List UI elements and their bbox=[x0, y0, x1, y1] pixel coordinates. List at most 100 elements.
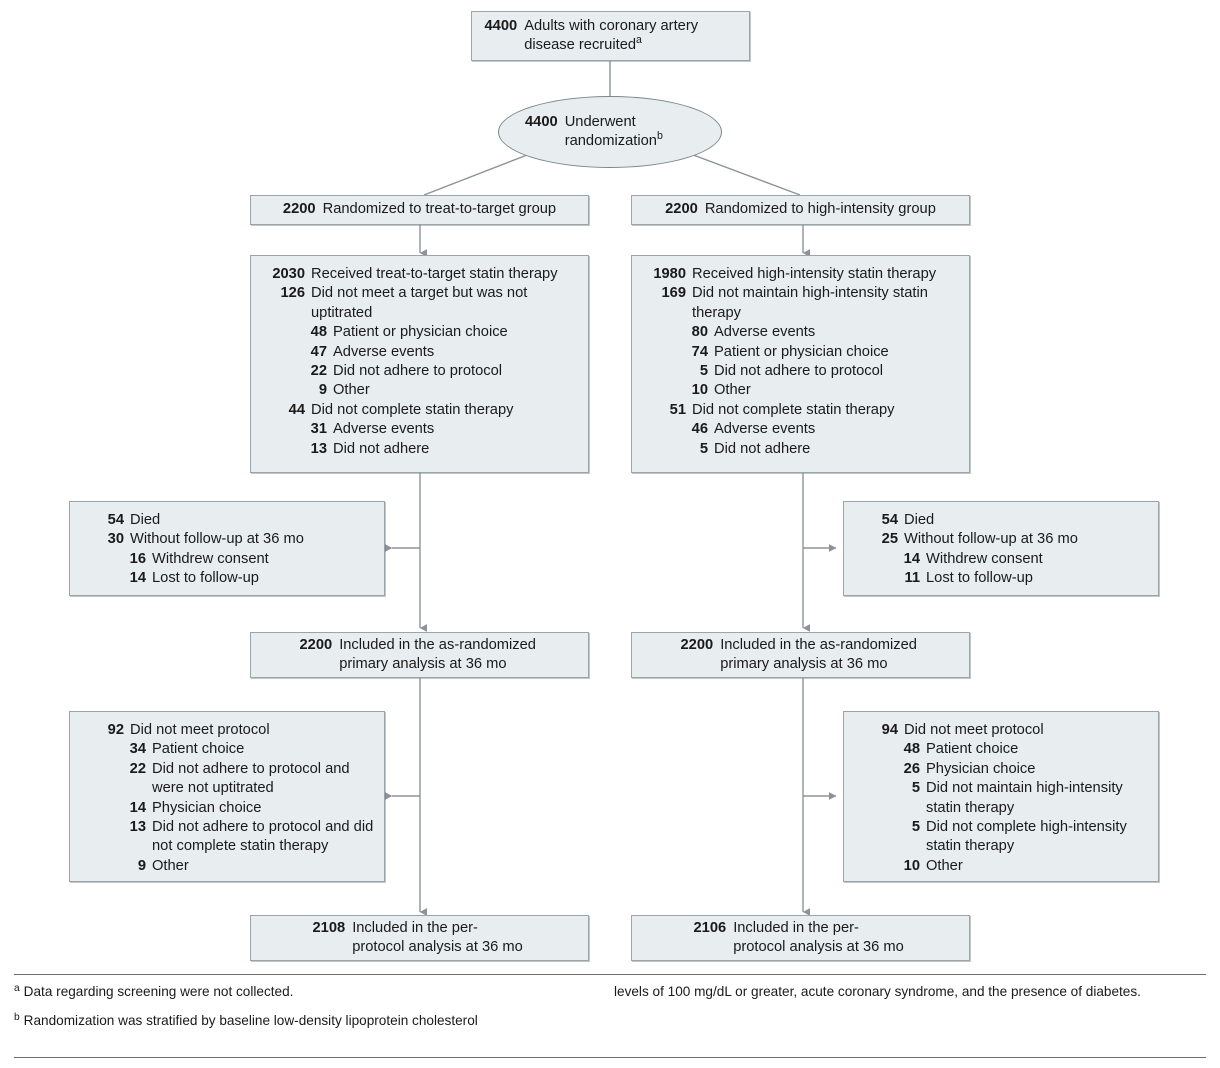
detail-row: 46 Adverse events bbox=[642, 420, 959, 439]
detail-row: 11 Lost to follow-up bbox=[854, 569, 1148, 588]
detail-row-label: Patient choice bbox=[926, 741, 1019, 758]
detail-row-count: 94 bbox=[881, 722, 898, 738]
detail-row-label: Adverse events bbox=[333, 343, 435, 360]
detail-row-count: 30 bbox=[107, 531, 124, 548]
detail-row-label: Adverse events bbox=[714, 324, 816, 341]
detail-row-label: Other bbox=[926, 857, 963, 874]
detail-row-count: 47 bbox=[310, 343, 327, 360]
node-recruited: 4400 Adults with coronary artery disease… bbox=[471, 11, 750, 61]
detail-row-label: Physician choice bbox=[152, 799, 262, 816]
detail-row-count: 54 bbox=[107, 512, 124, 528]
node-right-primary-count: 2200 bbox=[680, 636, 714, 653]
detail-row-label: Other bbox=[152, 857, 189, 874]
detail-row-count: 46 bbox=[691, 421, 708, 438]
footnote-item-b: b Randomization was stratified by baseli… bbox=[14, 1011, 610, 1030]
footnote-mark-b: b bbox=[656, 130, 663, 143]
detail-row-count: 169 bbox=[661, 285, 686, 302]
detail-row-count: 14 bbox=[903, 550, 920, 567]
detail-row-count: 26 bbox=[903, 760, 920, 777]
detail-row: 9 Other bbox=[80, 857, 374, 876]
detail-row-count: 13 bbox=[310, 440, 327, 457]
node-right-group: 2200 Randomized to high-intensity group bbox=[631, 195, 970, 225]
detail-row: 14 Lost to follow-up bbox=[80, 569, 374, 588]
node-recruited-count: 4400 bbox=[484, 17, 518, 34]
detail-row: 14 Physician choice bbox=[80, 799, 374, 818]
detail-row-count: 5 bbox=[699, 440, 708, 457]
detail-row-label: Received high-intensity statin therapy bbox=[692, 266, 937, 282]
node-left-primary-count: 2200 bbox=[299, 636, 333, 653]
node-left-primary: 2200 Included in the as-randomized prima… bbox=[250, 632, 589, 678]
detail-row-label: Did not complete statin therapy bbox=[692, 401, 895, 418]
detail-row-count: 9 bbox=[137, 857, 146, 874]
detail-row-label: Did not adhere to protocol bbox=[714, 363, 884, 380]
footnote-a-mark: a bbox=[14, 983, 20, 994]
footnotes: a Data regarding screening were not coll… bbox=[14, 982, 1206, 1040]
detail-row-label: Patient or physician choice bbox=[333, 324, 508, 341]
detail-row-label: Received treat-to-target statin therapy bbox=[311, 266, 558, 282]
detail-row: 48 Patient choice bbox=[854, 740, 1148, 759]
node-left-perprotocol: 2108 Included in the per-protocol analys… bbox=[250, 915, 589, 961]
node-left-group: 2200 Randomized to treat-to-target group bbox=[250, 195, 589, 225]
detail-row-count: 14 bbox=[129, 799, 146, 816]
detail-row: 126 Did not meet a target but was not upt… bbox=[261, 284, 578, 323]
detail-row-count: 14 bbox=[129, 570, 146, 587]
node-left-perprotocol-count: 2108 bbox=[312, 919, 346, 936]
node-right-perprotocol-text: Included in the per-protocol analysis at… bbox=[733, 919, 904, 955]
detail-row-count: 44 bbox=[288, 401, 305, 418]
detail-row-label: Adverse events bbox=[333, 421, 435, 438]
node-right-group-text: Randomized to high-intensity group bbox=[704, 201, 936, 218]
detail-row-count: 48 bbox=[310, 324, 327, 341]
detail-row: 2030 Received treat-to-target statin ther… bbox=[261, 265, 578, 284]
detail-row-label: Other bbox=[714, 382, 751, 399]
detail-row-label: Lost to follow-up bbox=[152, 570, 259, 587]
node-left-group-count: 2200 bbox=[282, 201, 316, 218]
detail-row-label: Did not meet a target but was not uptitr… bbox=[311, 285, 528, 321]
detail-row-count: 126 bbox=[280, 285, 305, 302]
footnote-b-mark: b bbox=[14, 1012, 20, 1023]
detail-row-label: Without follow-up at 36 mo bbox=[130, 531, 304, 548]
detail-row-label: Without follow-up at 36 mo bbox=[904, 531, 1078, 548]
detail-row: 14 Withdrew consent bbox=[854, 550, 1148, 569]
detail-row-count: 25 bbox=[881, 531, 898, 548]
detail-row-label: Withdrew consent bbox=[152, 550, 269, 567]
detail-row-label: Adverse events bbox=[714, 421, 816, 438]
detail-row-label: Did not adhere to protocol and were not … bbox=[152, 760, 350, 797]
detail-row-count: 10 bbox=[691, 382, 708, 399]
footnote-item-a: a Data regarding screening were not coll… bbox=[14, 982, 610, 1001]
node-right-primary-text: Included in the as-randomized primary an… bbox=[720, 636, 917, 672]
node-left-perprotocol-text: Included in the per-protocol analysis at… bbox=[352, 919, 523, 955]
detail-row-count: 9 bbox=[318, 382, 327, 399]
detail-row-count: 5 bbox=[911, 780, 920, 797]
detail-row-count: 2030 bbox=[272, 266, 305, 282]
detail-row-label: Did not complete statin therapy bbox=[311, 401, 514, 418]
detail-row-label: Lost to follow-up bbox=[926, 570, 1033, 587]
detail-row-count: 22 bbox=[310, 363, 327, 380]
detail-row-count: 48 bbox=[903, 741, 920, 758]
footnote-b-continuation: levels of 100 mg/dL or greater, acute co… bbox=[614, 984, 1141, 999]
detail-row-count: 54 bbox=[881, 512, 898, 528]
detail-row-count: 11 bbox=[904, 570, 920, 587]
detail-row-label: Withdrew consent bbox=[926, 550, 1043, 567]
node-left-therapy: 2030 Received treat-to-target statin ther… bbox=[250, 255, 589, 473]
node-randomization-text: Underwent randomizationb bbox=[564, 113, 663, 149]
node-left-primary-text: Included in the as-randomized primary an… bbox=[339, 636, 536, 672]
